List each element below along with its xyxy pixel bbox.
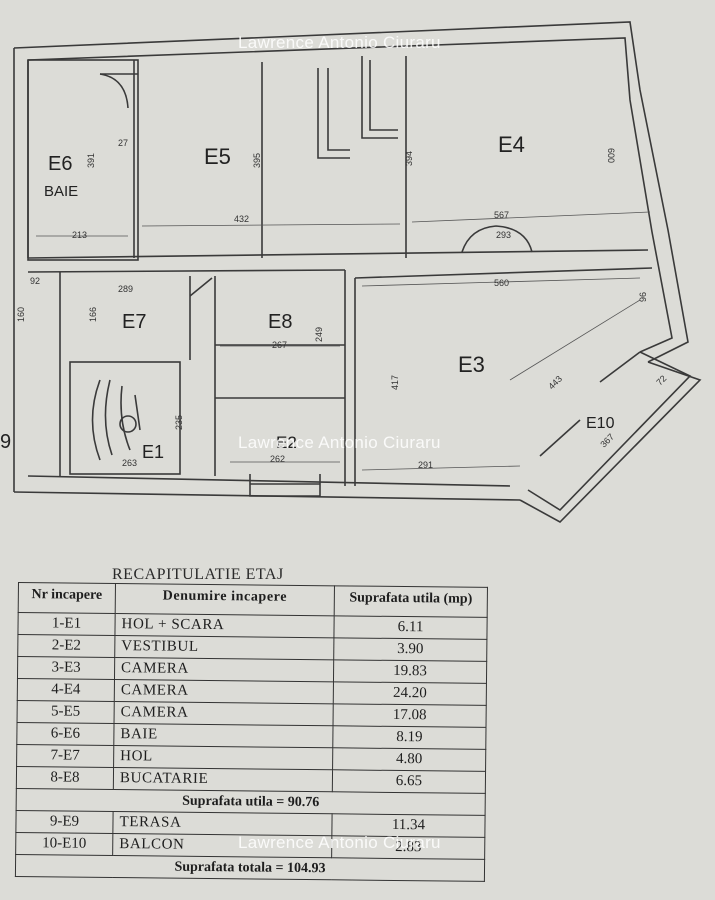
dim-391: 391 — [86, 153, 96, 168]
dim-367: 367 — [598, 432, 616, 450]
room-label-e6-baie: BAIE — [44, 183, 78, 200]
watermark-middle: Lawrence Antonio Ciuraru — [238, 433, 441, 452]
dim-394: 394 — [404, 151, 414, 166]
room-label-e7: E7 — [122, 311, 146, 333]
dim-267: 267 — [272, 340, 287, 350]
watermark-top: Lawrence Antonio Ciuraru — [238, 33, 441, 52]
cell-name: HOL + SCARA — [114, 613, 335, 638]
exterior-wall — [13, 21, 689, 363]
table-header-row: Nr incapere Denumire incapere Suprafata … — [18, 582, 488, 618]
cell-nr: 7-E7 — [16, 744, 114, 768]
watermark-bottom: Lawrence Antonio Ciuraru — [238, 833, 441, 852]
cell-nr: 4-E4 — [17, 678, 115, 702]
dim-160: 160 — [16, 307, 26, 322]
room-label-e2: E2 — [276, 433, 297, 452]
dim-417: 417 — [390, 375, 400, 390]
room-label-e5: E5 — [204, 144, 231, 169]
dim-443: 443 — [546, 374, 564, 392]
cell-name: BAIE — [113, 723, 334, 748]
cell-area: 3.90 — [333, 637, 487, 662]
recap-title: RECAPITULATIE ETAJ — [112, 566, 284, 583]
dim-432: 432 — [234, 214, 249, 224]
room-label-e6: E6 — [48, 153, 72, 175]
cell-name: VESTIBUL — [114, 635, 334, 660]
room-label-e10: E10 — [586, 415, 615, 432]
cell-nr: 9-E9 — [15, 810, 114, 834]
cell-area: 6.11 — [333, 615, 488, 640]
dim-96: 96 — [638, 292, 648, 302]
header-denumire: Denumire incapere — [115, 583, 335, 616]
room-label-e9: 9 — [0, 431, 11, 453]
cell-nr: 1-E1 — [17, 612, 116, 636]
cell-name: CAMERA — [114, 657, 334, 682]
header-suprafata: Suprafata utila (mp) — [334, 585, 488, 618]
exterior-wall-inner — [27, 37, 673, 353]
dim-263: 263 — [122, 458, 137, 468]
cell-area: 17.08 — [333, 703, 487, 728]
dim-293: 293 — [496, 230, 511, 240]
header-nr: Nr incapere — [18, 582, 116, 614]
cell-area: 4.80 — [332, 747, 486, 772]
dim-92: 92 — [30, 276, 40, 286]
cell-name: CAMERA — [114, 701, 334, 726]
dim-72: 72 — [654, 373, 668, 387]
room-label-e4: E4 — [498, 132, 525, 157]
dim-600: 600 — [606, 148, 616, 163]
room-label-e1: E1 — [142, 442, 164, 462]
total-text: Suprafata totala = 104.93 — [15, 854, 485, 882]
cell-nr: 6-E6 — [16, 722, 115, 746]
cell-area: 6.65 — [332, 769, 486, 794]
room-label-e3: E3 — [458, 352, 485, 377]
cell-name: HOL — [113, 745, 333, 770]
cell-area: 8.19 — [332, 725, 487, 750]
dim-213: 213 — [72, 230, 87, 240]
cell-area: 19.83 — [333, 659, 487, 684]
dim-262: 262 — [270, 454, 285, 464]
dim-27: 27 — [118, 138, 128, 148]
room-label-e8: E8 — [268, 311, 292, 333]
cell-nr: 5-E5 — [17, 700, 115, 724]
dim-567: 567 — [494, 210, 509, 220]
cell-area: 24.20 — [333, 681, 487, 706]
dim-291: 291 — [418, 460, 433, 470]
cell-nr: 10-E10 — [15, 832, 113, 856]
dim-560: 560 — [494, 278, 509, 288]
cell-name: CAMERA — [114, 679, 334, 704]
floor-plan: E6 BAIE E5 E4 E7 E8 E3 E1 E2 E10 9 391 2… — [0, 21, 702, 523]
dim-166: 166 — [88, 307, 98, 322]
cell-name: BUCATARIE — [113, 767, 333, 792]
cell-nr: 8-E8 — [16, 766, 114, 790]
dim-395: 395 — [252, 153, 262, 168]
dim-289: 289 — [118, 284, 133, 294]
dim-249: 249 — [314, 327, 324, 342]
cell-nr: 3-E3 — [17, 656, 115, 680]
cell-nr: 2-E2 — [17, 634, 115, 658]
total-row: Suprafata totala = 104.93 — [15, 854, 485, 882]
dim-235: 235 — [174, 415, 184, 430]
